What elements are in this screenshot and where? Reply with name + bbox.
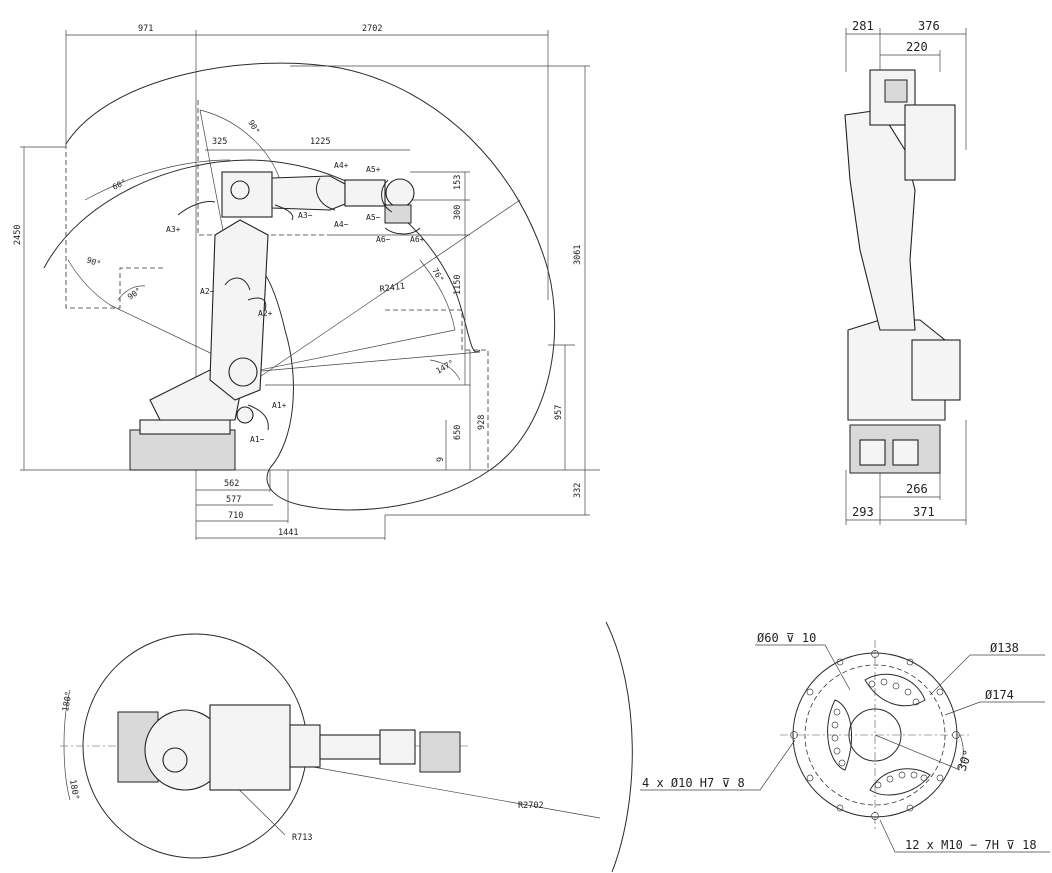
top-angle-180-top: 180° [61, 691, 74, 713]
flange-view: Ø60 ⊽ 10 Ø138 Ø174 4 x Ø10 H7 ⊽ 8 12 x M… [640, 631, 1050, 853]
axis-a3-minus: A3− [298, 211, 313, 220]
front-arm [844, 109, 916, 331]
axis-a4-minus: A4− [334, 220, 349, 229]
front-dim-281: 281 [852, 19, 874, 33]
top-wrist [419, 731, 461, 773]
front-dim-266: 266 [906, 482, 928, 496]
dim-332: 332 [573, 483, 583, 498]
dim-325: 325 [212, 137, 227, 147]
side-view: 971 2702 325 1225 153 300 1150 650 928 9… [13, 24, 600, 540]
top-forearm [319, 734, 386, 760]
axis-a4-plus: A4+ [334, 161, 349, 170]
dim-1441: 1441 [278, 528, 298, 538]
angle-90-top: 90° [246, 119, 261, 136]
flange-threads-label: 12 x M10 − 7H ⊽ 18 [905, 838, 1037, 852]
dim-928: 928 [477, 415, 487, 430]
robot-base [129, 429, 236, 471]
flange-d138-label: Ø138 [990, 641, 1019, 655]
envelope-dashed-top [197, 100, 330, 236]
robot-flange [384, 204, 412, 224]
flange-angle-label: 30° [955, 748, 976, 773]
angle-90-inner: 90° [126, 286, 143, 302]
axis-a2-plus: A2+ [258, 309, 273, 318]
angle-147: 147° [435, 358, 456, 375]
dim-1225: 1225 [310, 137, 330, 147]
dim-971: 971 [138, 24, 153, 34]
dim-562: 562 [224, 479, 239, 489]
axis-a6-plus: A6+ [410, 235, 425, 244]
top-envelope-large-arc [605, 621, 633, 873]
flange-holes-label: 4 x Ø10 H7 ⊽ 8 [642, 776, 745, 790]
robot-upper-arm [271, 175, 346, 211]
angle-90-left: 90° [85, 255, 102, 268]
flange-d174-label: Ø174 [985, 688, 1014, 702]
envelope-dashed-right [385, 309, 489, 468]
work-envelope-base-arc [261, 269, 294, 469]
angle-76: 76° [430, 267, 445, 284]
dim-1150: 1150 [453, 275, 463, 295]
front-dim-376: 376 [918, 19, 940, 33]
front-dim-293: 293 [852, 505, 874, 519]
work-envelope-outer [65, 62, 556, 511]
envelope-dashed-left [65, 144, 165, 309]
dim-9: 9 [436, 457, 446, 462]
axis-a3-plus: A3+ [166, 225, 181, 234]
joint-a2 [228, 357, 258, 387]
top-angle-180-bottom: 180° [67, 779, 80, 801]
flange-bore-label: Ø60 ⊽ 10 [757, 631, 816, 645]
robot-wrist [385, 178, 415, 208]
front-dim-371: 371 [913, 505, 935, 519]
axis-a1-plus: A1+ [272, 401, 287, 410]
dim-650: 650 [453, 425, 463, 440]
axis-a5-minus: A5− [366, 213, 381, 222]
dim-153: 153 [453, 175, 463, 190]
front-view: 281 376 220 266 293 371 [844, 19, 967, 525]
dim-2702: 2702 [362, 24, 382, 34]
robot-lower-arm [209, 219, 269, 401]
front-dim-220: 220 [906, 40, 928, 54]
axis-a6-minus: A6− [376, 235, 391, 244]
radius-r2411: R2411 [379, 282, 406, 295]
radius-line [254, 199, 521, 381]
top-view: 180° 180° R2702 R713 [60, 621, 633, 873]
dim-2450: 2450 [13, 225, 23, 245]
axis-a2-minus: A2− [200, 287, 215, 296]
top-radius-r2702: R2702 [518, 801, 544, 811]
axis-a1-minus: A1− [250, 435, 265, 444]
dim-957: 957 [554, 405, 564, 420]
axis-a5-plus: A5+ [366, 165, 381, 174]
dim-300: 300 [453, 205, 463, 220]
angle-60: 60° [111, 178, 128, 192]
dim-577: 577 [226, 495, 241, 505]
flange-holes [790, 650, 960, 820]
top-radius-r713: R713 [292, 833, 312, 843]
top-arm-housing [209, 704, 291, 791]
dim-3061: 3061 [573, 245, 583, 265]
dim-710: 710 [228, 511, 243, 521]
